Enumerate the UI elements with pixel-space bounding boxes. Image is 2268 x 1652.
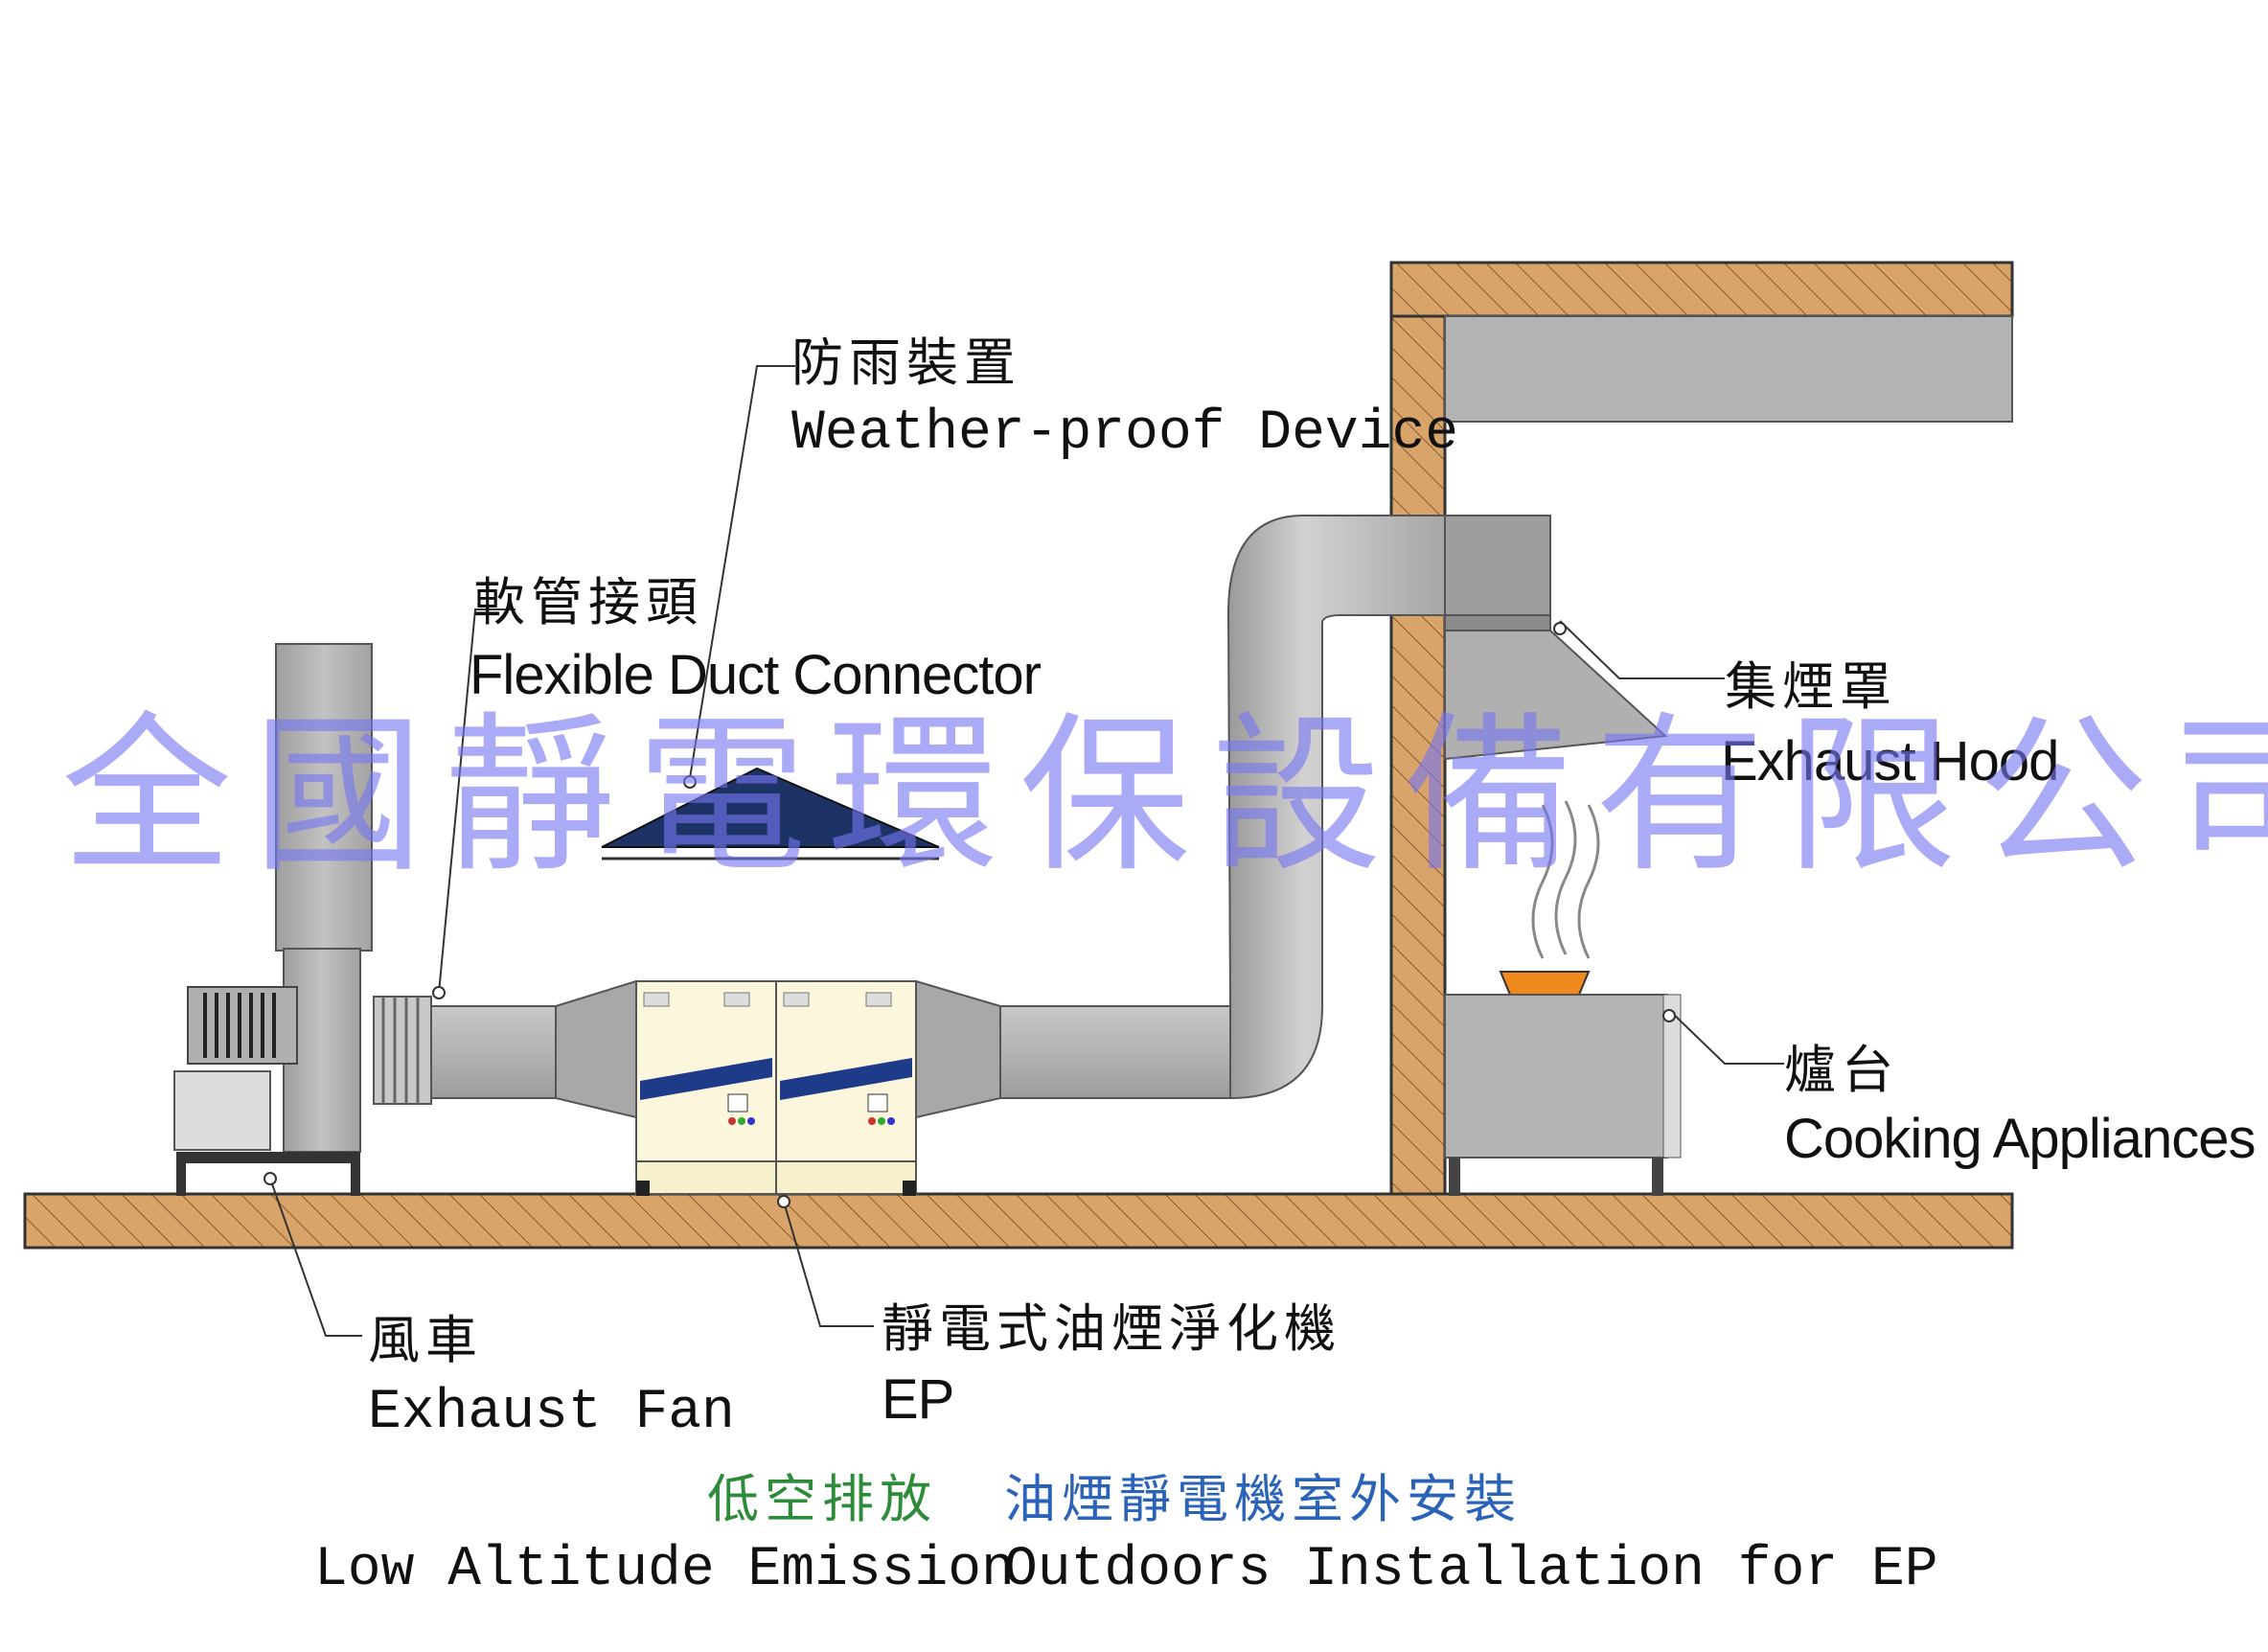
smoke-wisps <box>1531 800 1600 959</box>
exhaust-fan <box>173 643 373 1196</box>
caption-right-zh: 油煙靜電機室外安裝 <box>1004 1469 1522 1529</box>
caption-left-zh: 低空排放 <box>707 1469 937 1529</box>
ep-unit-right <box>775 980 917 1196</box>
cooking-appliance <box>1444 971 1682 1196</box>
flexible-duct-label-en: Flexible Duct Connector <box>470 644 1042 706</box>
duct-transition-out <box>915 979 1001 1119</box>
ep-label-en: EP <box>882 1368 954 1431</box>
leader-dots <box>263 622 1676 1208</box>
stove-label-en: Cooking Appliances <box>1784 1108 2256 1170</box>
duct-transition-in <box>555 979 637 1119</box>
flexible-duct-label-zh: 軟管接頭 <box>473 572 703 632</box>
ep-label-zh: 靜電式油煙淨化機 <box>882 1298 1341 1359</box>
caption-right-en: Outdoors Installation for EP <box>1004 1539 1938 1601</box>
floor-slab <box>23 1192 2014 1250</box>
exhaust-hood <box>1444 614 1668 761</box>
duct-through-wall <box>1444 515 1551 616</box>
exhaust-hood-label-en: Exhaust Hood <box>1721 730 2059 792</box>
weather-proof-label-en: Weather-proof Device <box>791 402 1459 465</box>
duct-to-riser <box>999 1005 1231 1099</box>
stove-label-zh: 爐台 <box>1784 1040 1899 1100</box>
exhaust-fan-label-zh: 風車 <box>368 1310 483 1370</box>
duct-riser-elbow <box>1226 515 1446 1100</box>
leader-lines <box>269 365 1784 1337</box>
exhaust-fan-label-en: Exhaust Fan <box>368 1382 735 1444</box>
ep-unit-left <box>635 980 777 1196</box>
weather-proof-label-zh: 防雨裝置 <box>791 333 1021 393</box>
building-wall <box>1389 261 2014 1196</box>
exhaust-hood-label-zh: 集煙罩 <box>1725 656 1897 717</box>
company-watermark: 全國靜電環保設備有限公司 <box>61 697 2268 895</box>
caption-left-en: Low Altitude Emission <box>314 1539 1015 1601</box>
flexible-duct-connector <box>373 996 432 1105</box>
duct-horizontal <box>430 1005 557 1099</box>
weather-proof-cap <box>601 767 940 860</box>
